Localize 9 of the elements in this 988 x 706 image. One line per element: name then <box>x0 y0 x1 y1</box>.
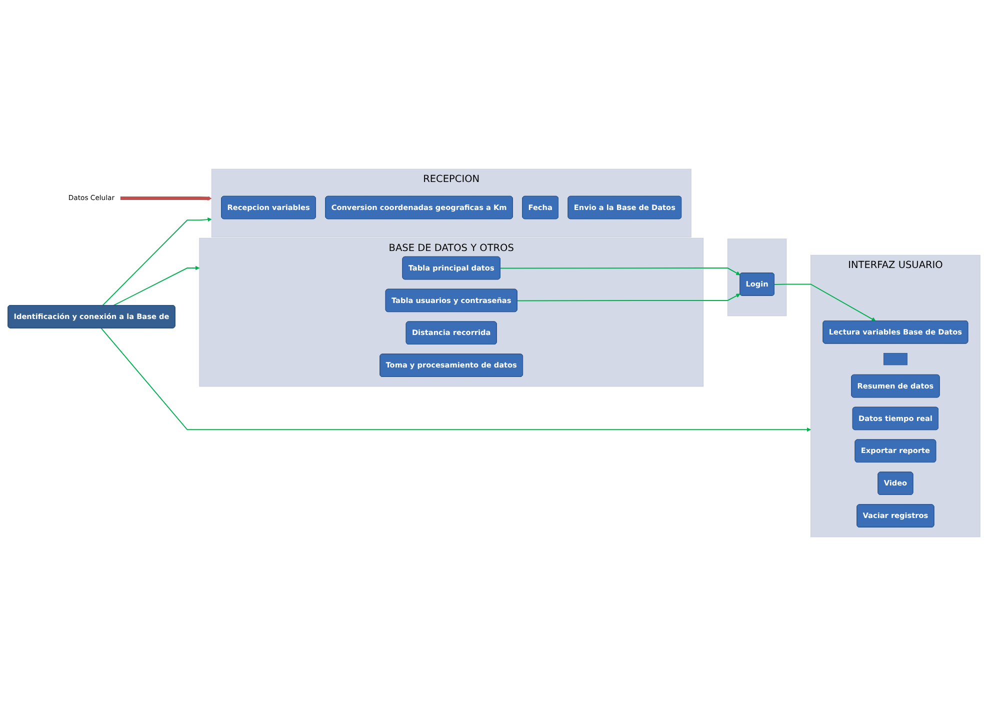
node-box <box>884 352 908 366</box>
arrow <box>774 284 876 322</box>
arrow <box>102 217 212 306</box>
arrow <box>500 268 740 276</box>
arrow <box>100 328 811 432</box>
arrow <box>516 294 740 302</box>
arrow <box>120 196 212 201</box>
arrow <box>113 266 200 306</box>
cluster <box>727 238 787 316</box>
